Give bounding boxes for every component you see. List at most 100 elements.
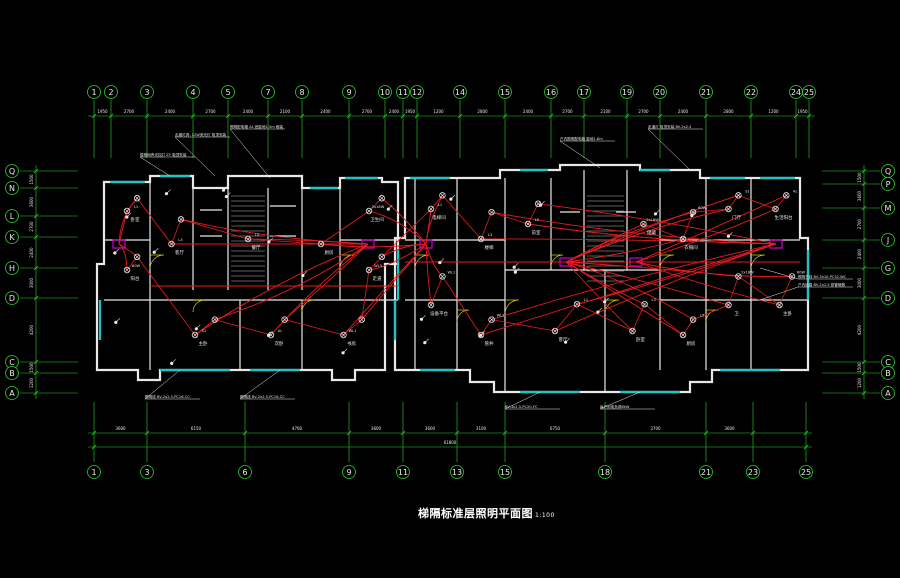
light-switch-lever (166, 189, 171, 194)
axis-bubble (396, 85, 410, 99)
room-label: 主卧 (783, 310, 792, 317)
light-switch-lever (439, 258, 445, 263)
ceiling-light (191, 331, 199, 339)
fixture-label: 2x18W (741, 270, 754, 274)
axis-label: 25 (804, 88, 814, 97)
dimension-value: 4700 (292, 426, 303, 431)
dimension-tick (861, 390, 867, 396)
dimension-tick (502, 113, 508, 119)
dimension-tick (861, 237, 867, 243)
fixture-label: L5 (700, 314, 704, 318)
axis-label: 9 (346, 468, 351, 477)
axis-label: 14 (455, 88, 465, 97)
room-label: 衣帽间 (684, 244, 698, 251)
axis-label: Q (885, 167, 891, 176)
wiring-link (779, 276, 793, 306)
ceiling-light-cross (690, 317, 696, 322)
ceiling-light (735, 192, 742, 199)
wiring-link (430, 276, 443, 306)
ceiling-light (358, 316, 365, 323)
wiring-run (381, 197, 427, 245)
fixture-label: 60W (132, 264, 141, 268)
dimension-value: 1500 (857, 362, 862, 373)
dimension-value: 3100 (476, 426, 487, 431)
wiring-link (632, 303, 645, 332)
dimension-value: 2400 (678, 109, 689, 114)
light-switch-lever (154, 248, 159, 253)
dimension-tick (861, 359, 867, 365)
light-switch-lever (115, 318, 121, 323)
light-switch-lever (268, 237, 274, 243)
axis-bubble (881, 386, 895, 400)
axis-label: M (885, 204, 892, 213)
axis-bubble (744, 85, 758, 99)
axis-label: B (885, 369, 891, 378)
dimension-value: 2400 (320, 109, 331, 114)
dimension-value: 3600 (857, 190, 862, 201)
ceiling-light (551, 327, 559, 335)
axis-label: 6 (242, 468, 247, 477)
wiring-link (527, 203, 539, 225)
dimension-value: 6150 (191, 426, 202, 431)
axis-bubble (653, 85, 667, 99)
ceiling-light (641, 300, 648, 308)
axis-bubble (498, 465, 512, 479)
axis-label: 5 (225, 88, 230, 97)
ceiling-light (679, 235, 687, 243)
axis-label: D (885, 294, 891, 303)
light-switch-lever (388, 204, 393, 210)
wiring-run (565, 261, 633, 332)
room-label: 卧室 (636, 336, 645, 343)
dimension-tick (33, 168, 39, 174)
dimension-value: 3600 (425, 426, 436, 431)
light-switch-lever (604, 297, 609, 303)
wiring-run (635, 261, 793, 278)
fixture-label: WL1 (448, 270, 456, 274)
callout-text: BV-3x2.5-PC20-FC (505, 405, 538, 409)
ceiling-light-cross (178, 217, 184, 222)
wiring-run (368, 243, 427, 271)
door-swing (750, 254, 766, 270)
ceiling-light (477, 331, 485, 339)
wiring-link (194, 319, 216, 336)
ceiling-light (776, 301, 783, 309)
axis-label: 19 (622, 88, 632, 97)
axis-label: D (9, 294, 15, 303)
ceiling-light-cross (641, 221, 646, 227)
room-label: 阳台 (131, 275, 140, 282)
ceiling-light-cross (489, 317, 494, 322)
callout-text: 照明干线 BV-3x10-PC32-WC (798, 274, 847, 279)
wiring-link (491, 211, 529, 225)
axis-label: 1 (91, 88, 96, 97)
ceiling-light (365, 207, 373, 215)
axis-bubble (881, 233, 895, 247)
room-label: 餐厅 (252, 244, 261, 251)
ceiling-light-cross (642, 301, 647, 307)
axis-bubble (342, 465, 356, 479)
axis-label: 22 (746, 88, 756, 97)
dimension-tick (581, 113, 587, 119)
fixture-label: S1 (745, 189, 750, 193)
ceiling-light-cross (440, 274, 445, 279)
axis-label: 4 (190, 88, 195, 97)
dimension-tick (299, 113, 305, 119)
fixture-label: L3 (651, 298, 655, 302)
callout-leader (759, 267, 799, 280)
dimension-value: 1950 (97, 109, 108, 114)
wiring-run (361, 243, 427, 320)
dimension-tick (861, 205, 867, 211)
ceiling-light-cross (379, 254, 384, 260)
dimension-tick (750, 430, 756, 436)
axis-bubble (5, 230, 19, 244)
axis-bubble (453, 85, 467, 99)
ceiling-light (679, 331, 687, 339)
dimension-tick (33, 295, 39, 301)
ceiling-light-cross (318, 241, 324, 247)
dimension-tick (454, 430, 460, 436)
dimension-tick (861, 370, 867, 376)
axis-label: 16 (546, 88, 556, 97)
axis-bubble (881, 201, 895, 215)
axis-bubble (5, 164, 19, 178)
dimension-value: 1500 (29, 362, 34, 373)
dimension-value: 1200 (433, 109, 444, 114)
